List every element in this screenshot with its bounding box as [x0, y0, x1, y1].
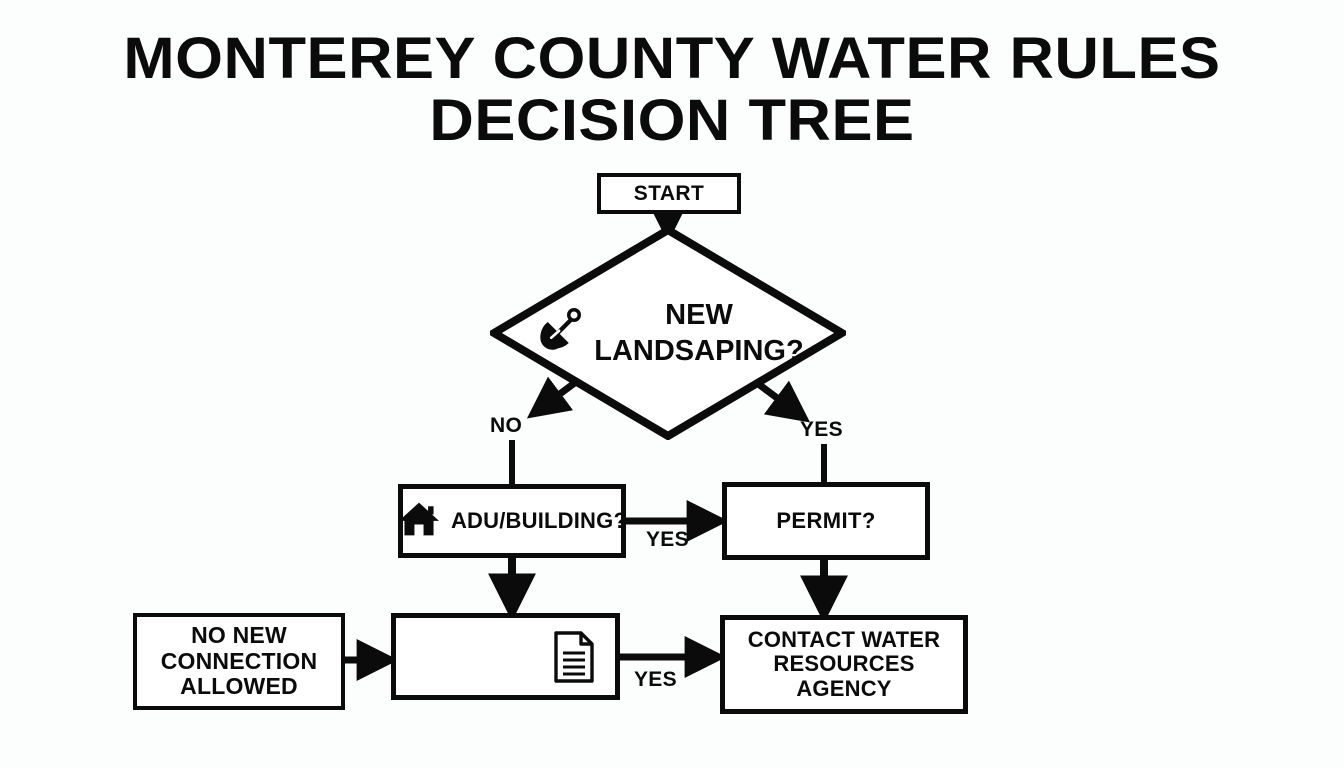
- node-document[interactable]: [391, 613, 620, 700]
- edge-label-adu-yes: YES: [646, 528, 689, 551]
- node-start-label: START: [633, 181, 705, 205]
- node-permit[interactable]: PERMIT?: [722, 482, 930, 560]
- node-permit-label: PERMIT?: [776, 507, 876, 533]
- node-adu-label: ADU/BUILDING?: [450, 507, 628, 533]
- node-contact-label: CONTACT WATER RESOURCES AGENCY: [747, 626, 941, 701]
- shovel-icon: [532, 303, 588, 364]
- node-new-landscaping-decision[interactable]: NEW LANDSAPING?: [490, 226, 846, 440]
- diamond-outline: [490, 226, 846, 440]
- page-title: MONTEREY COUNTY WATER RULES DECISION TRE…: [0, 28, 1344, 152]
- node-start[interactable]: START: [597, 173, 741, 214]
- node-contact-water-resources-agency[interactable]: CONTACT WATER RESOURCES AGENCY: [720, 615, 968, 714]
- title-line-1: MONTEREY COUNTY WATER RULES: [123, 26, 1221, 91]
- edge-label-decision-no: NO: [490, 414, 523, 437]
- document-icon: [551, 630, 597, 684]
- house-icon: [397, 499, 441, 544]
- title-line-2: DECISION TREE: [429, 88, 915, 153]
- node-decision-label: NEW LANDSAPING?: [594, 298, 804, 367]
- node-adu-building[interactable]: ADU/BUILDING?: [397, 484, 628, 558]
- edge-label-decision-yes: YES: [800, 418, 843, 441]
- node-no-new-connection-label: NO NEW CONNECTION ALLOWED: [160, 621, 318, 700]
- edge-label-document-yes: YES: [634, 668, 677, 691]
- node-no-new-connection[interactable]: NO NEW CONNECTION ALLOWED: [133, 613, 345, 710]
